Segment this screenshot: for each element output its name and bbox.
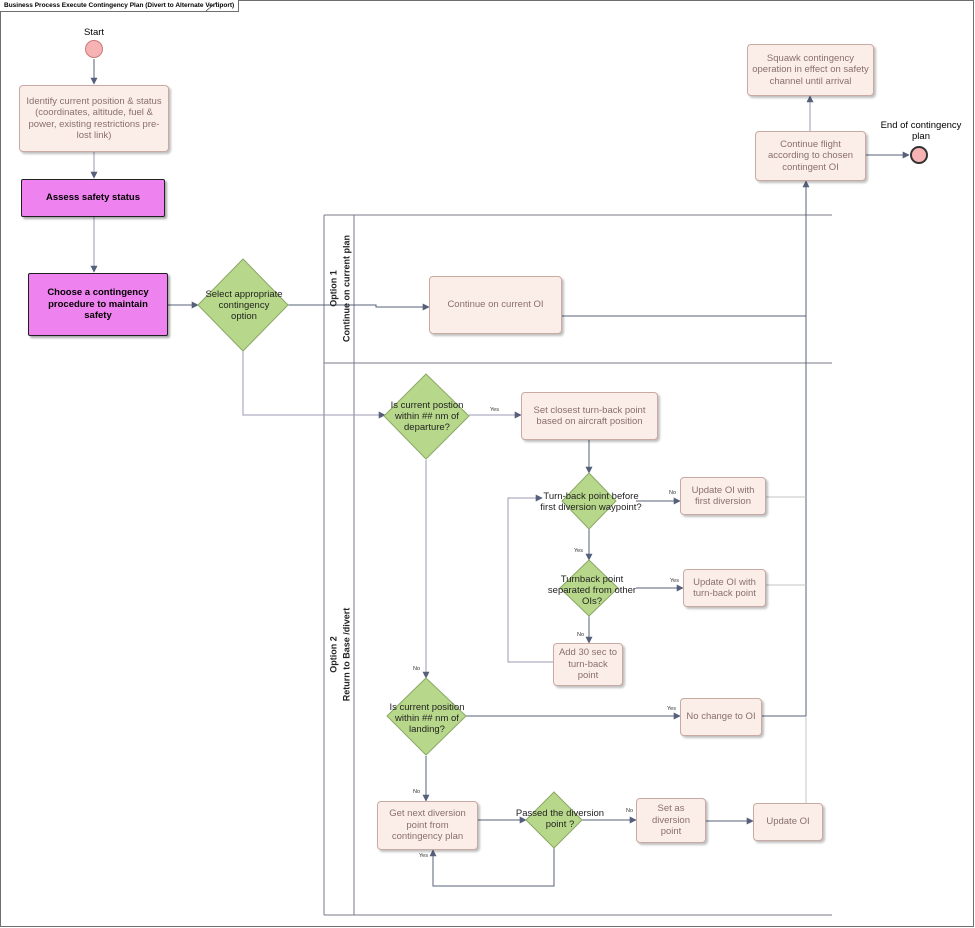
squawk-contingency-activity[interactable]: Squawk contingency operation in effect o… (747, 44, 874, 96)
decision-within-departure-label: Is current postion within ## nm of depar… (390, 399, 464, 433)
decision-passed-label: Passed the diversion point ? (515, 808, 605, 830)
guard-yes-departure: Yes (490, 407, 499, 413)
decision-passed-diamond (525, 791, 583, 849)
end-node[interactable] (910, 146, 928, 164)
start-label: Start (83, 27, 105, 38)
guard-no-departure: No (413, 666, 421, 672)
guard-no-separated: No (577, 632, 585, 638)
decision-within-departure-diamond (383, 373, 470, 460)
update-oi-first-diversion-activity[interactable]: Update OI with first diversion (680, 477, 766, 515)
decision-separated-label: Turnback point separated from other OIs? (547, 573, 637, 607)
end-label: End of contingency plan (880, 120, 962, 142)
swimlane-pool (323, 214, 832, 916)
choose-contingency-activity[interactable]: Choose a contingency procedure to mainta… (28, 273, 168, 336)
decision-separated-diamond (559, 559, 619, 617)
update-oi-turnback-activity[interactable]: Update OI with turn-back point (683, 569, 766, 607)
no-change-oi-activity[interactable]: No change to OI (680, 698, 762, 736)
lane-option1-name: Continue on current plan (341, 235, 352, 342)
start-node[interactable] (85, 40, 103, 58)
update-oi-activity[interactable]: Update OI (753, 803, 823, 841)
lane-option1-title: Option 1 (328, 270, 339, 307)
decision-within-landing-diamond (386, 677, 467, 756)
guard-yes-turnback: Yes (574, 548, 583, 554)
decision-within-landing-label: Is current position within ## nm of land… (389, 701, 465, 735)
guard-no-landing: No (413, 789, 421, 795)
decision-select-label: Select appropriate contingency option (205, 288, 283, 322)
decision-turnback-before-label: Turn-back point before first diversion w… (540, 491, 642, 513)
decision-shapes (197, 258, 619, 849)
set-diversion-point-activity[interactable]: Set as diversion point (636, 798, 706, 843)
guard-yes-separated: Yes (670, 578, 679, 584)
decision-select-diamond (197, 258, 289, 352)
decision-turnback-before-diamond (561, 472, 617, 530)
diagram-title: Business Process Execute Contingency Pla… (0, 0, 240, 12)
continue-current-oi-activity[interactable]: Continue on current OI (429, 276, 562, 334)
guard-no-passed: No (626, 808, 634, 814)
lane-option2-name: Return to Base /divert (341, 607, 352, 702)
add-30-sec-activity[interactable]: Add 30 sec to turn-back point (553, 643, 623, 686)
continue-flight-activity[interactable]: Continue flight according to chosen cont… (755, 131, 866, 181)
assess-safety-activity[interactable]: Assess safety status (21, 179, 165, 217)
lane-option2-title: Option 2 (328, 636, 339, 673)
identify-position-activity[interactable]: Identify current position & status (coor… (19, 85, 169, 152)
get-next-diversion-activity[interactable]: Get next diversion point from contingenc… (377, 801, 478, 850)
guard-yes-passed: Yes (419, 853, 428, 859)
guard-no-turnback: No (669, 490, 677, 496)
set-turnback-activity[interactable]: Set closest turn-back point based on air… (521, 392, 658, 440)
guard-yes-landing: Yes (667, 706, 676, 712)
